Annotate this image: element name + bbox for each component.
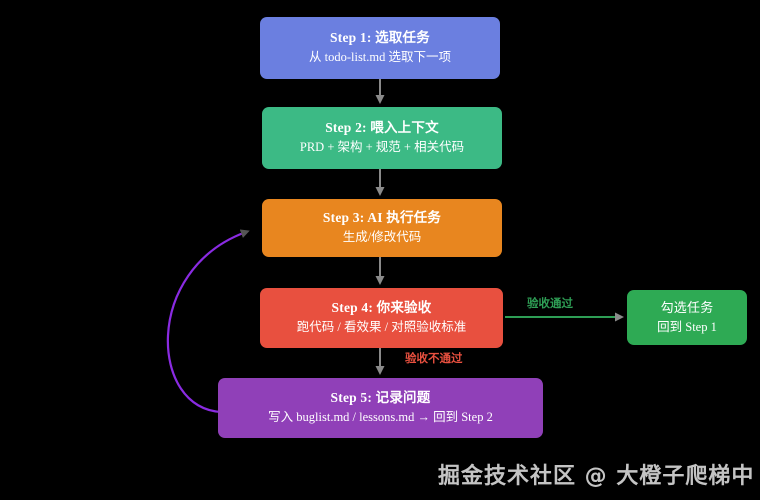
node-step-5-subtitle: 写入 buglist.md / lessons.md → 回到 Step 2 — [268, 410, 493, 425]
node-step-1-title: Step 1: 选取任务 — [330, 30, 430, 46]
node-step-3[interactable]: Step 3: AI 执行任务 生成/修改代码 — [262, 199, 502, 257]
node-step-1-subtitle: 从 todo-list.md 选取下一项 — [308, 50, 452, 65]
node-step-4-title: Step 4: 你来验收 — [331, 300, 432, 316]
node-check-off-task-subtitle: 回到 Step 1 — [657, 319, 717, 334]
node-step-2-subtitle: PRD + 架构 + 规范 + 相关代码 — [299, 140, 465, 155]
node-step-2[interactable]: Step 2: 喂入上下文 PRD + 架构 + 规范 + 相关代码 — [262, 107, 502, 169]
edge-label-fail: 验收不通过 — [405, 353, 463, 365]
node-step-4-subtitle: 跑代码 / 看效果 / 对照验收标准 — [296, 320, 467, 335]
node-check-off-task[interactable]: 勾选任务 回到 Step 1 — [627, 290, 747, 345]
node-step-5-title: Step 5: 记录问题 — [330, 390, 431, 406]
node-step-1[interactable]: Step 1: 选取任务 从 todo-list.md 选取下一项 — [260, 17, 500, 79]
node-check-off-task-title: 勾选任务 — [660, 299, 714, 315]
node-step-3-subtitle: 生成/修改代码 — [342, 230, 422, 245]
node-step-2-title: Step 2: 喂入上下文 — [325, 120, 439, 136]
node-step-5[interactable]: Step 5: 记录问题 写入 buglist.md / lessons.md … — [218, 378, 543, 438]
edge-label-pass: 验收通过 — [527, 298, 573, 310]
node-step-3-title: Step 3: AI 执行任务 — [322, 210, 442, 226]
edge-step5-step3-loop — [166, 229, 250, 414]
node-step-4[interactable]: Step 4: 你来验收 跑代码 / 看效果 / 对照验收标准 — [260, 288, 503, 348]
watermark: 掘金技术社区 @ 大橙子爬梯中 — [438, 464, 755, 489]
